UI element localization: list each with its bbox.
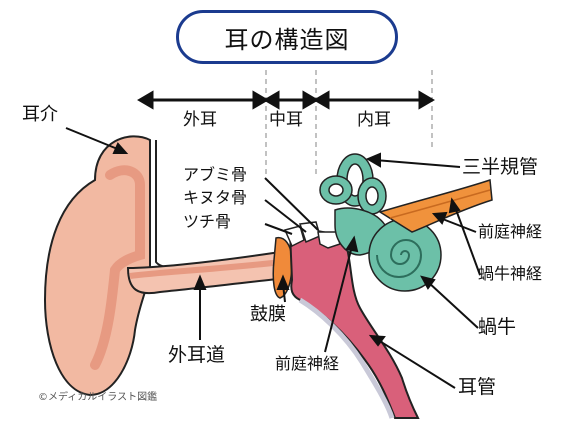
region-label-inner: 内耳: [357, 112, 391, 129]
label-stapes: アブミ骨: [183, 167, 247, 183]
page-title: 耳の構造図: [225, 20, 350, 55]
label-auricle: 耳介: [22, 106, 58, 124]
label-eustachian-tube: 耳管: [458, 378, 496, 397]
credit-text: ©メディカルイラスト図鑑: [38, 388, 157, 403]
title-box: 耳の構造図: [176, 10, 398, 64]
region-label-outer: 外耳: [183, 112, 217, 129]
label-vestibular-nerve-right: 前庭神経: [478, 224, 542, 240]
label-cochlear-nerve: 蝸牛神経: [478, 266, 542, 282]
label-vestibular-nerve-bottom: 前庭神経: [275, 356, 339, 372]
label-cochlea: 蝸牛: [478, 318, 516, 337]
label-semicircular-canals: 三半規管: [462, 158, 538, 177]
label-malleus: ツチ骨: [183, 214, 231, 230]
label-ear-canal: 外耳道: [168, 346, 225, 365]
label-eardrum: 鼓膜: [250, 306, 286, 324]
region-label-middle: 中耳: [269, 112, 303, 129]
region-arrows: [140, 93, 432, 107]
label-incus: キヌタ骨: [183, 190, 247, 206]
